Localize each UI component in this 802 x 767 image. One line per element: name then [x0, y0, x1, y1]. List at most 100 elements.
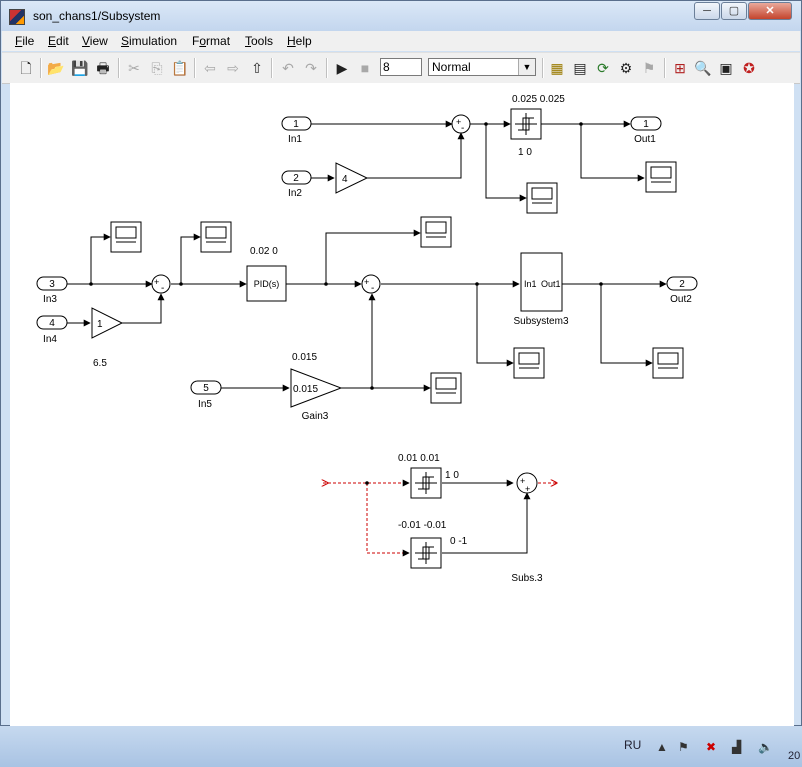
zoom-icon[interactable]: 🔍 — [694, 60, 712, 76]
library-browser-icon[interactable]: ▦ — [550, 60, 564, 76]
stop-time-input[interactable]: 8 — [380, 58, 422, 76]
scope-block[interactable] — [652, 347, 684, 379]
build-icon[interactable]: ⚙ — [619, 60, 633, 76]
sum-sign: - — [461, 123, 464, 134]
redo-icon[interactable]: ↷ — [305, 60, 317, 76]
block-annotation: 0 -1 — [450, 536, 468, 547]
chevron-down-icon[interactable]: ▼ — [518, 59, 535, 75]
menu-help[interactable]: Help — [287, 34, 312, 48]
new-model-icon[interactable]: 🗋 — [20, 60, 32, 76]
inport-in3[interactable]: 3 In3 — [36, 276, 68, 305]
paste-icon[interactable]: 📋 — [171, 60, 189, 76]
profiler-icon[interactable]: ✪ — [743, 60, 755, 76]
block-annotation: 0.02 0 — [250, 246, 278, 257]
model-advisor-icon[interactable]: ▣ — [719, 60, 733, 76]
relay-block-a[interactable]: 0.01 0.01 1 0 — [398, 453, 459, 499]
outport-number: 1 — [643, 119, 649, 130]
relay-block-top[interactable]: 0.025 0.025 1 0 — [510, 94, 565, 158]
diagram-canvas[interactable]: 1 In1 2 In2 3 In3 4 In4 5 In5 — [10, 83, 794, 727]
save-icon[interactable]: 💾 — [71, 60, 89, 76]
forward-icon[interactable]: ⇨ — [227, 60, 239, 76]
toolbar-separator — [326, 58, 328, 78]
inport-in5[interactable]: 5 In5 — [190, 380, 222, 410]
block-annotation: 1 0 — [518, 147, 532, 158]
subsystem3-block[interactable]: In1 Out1 Subsystem3 — [513, 252, 569, 327]
scope-block[interactable] — [420, 216, 452, 248]
block-label: In5 — [198, 399, 212, 410]
inport-in1[interactable]: 1 In1 — [281, 116, 312, 145]
clock[interactable]: 20 — [788, 750, 801, 762]
toolbar-separator — [194, 58, 196, 78]
relay-block-b[interactable]: -0.01 -0.01 0 -1 — [398, 520, 468, 569]
model-browser-icon[interactable]: ▤ — [573, 60, 587, 76]
subsystem-port-label: In1 — [524, 279, 537, 289]
block-label: Subsystem3 — [513, 316, 568, 327]
sum-block-bottom[interactable]: + + — [516, 472, 538, 494]
pid-controller-block[interactable]: PID(s) 0.02 0 — [246, 246, 287, 302]
menu-format[interactable]: Format — [192, 34, 231, 48]
start-simulation-icon[interactable]: ▶ — [336, 60, 348, 76]
inport-number: 5 — [203, 383, 209, 394]
pid-text: PID(s) — [254, 279, 280, 289]
simulink-app-icon — [9, 9, 25, 25]
debug-icon[interactable]: ⚑ — [642, 60, 656, 76]
menu-bar: File Edit View Simulation Format Tools H… — [2, 31, 800, 51]
print-icon[interactable]: 🖶 — [96, 60, 110, 76]
scope-block[interactable] — [430, 372, 462, 404]
block-annotation: 1 0 — [445, 470, 459, 481]
menu-simulation[interactable]: Simulation — [121, 34, 178, 48]
update-diagram-icon[interactable]: ⟳ — [597, 60, 609, 76]
block-annotation: -0.01 -0.01 — [398, 520, 447, 531]
maximize-button[interactable]: ▢ — [721, 2, 747, 20]
gain-block-gain3[interactable]: 0.015 0.015 Gain3 — [290, 352, 343, 422]
sum-block-in3[interactable]: + - — [151, 274, 171, 294]
title-bar[interactable]: son_chans1/Subsystem ─ ▢ ✕ — [1, 1, 801, 31]
back-icon[interactable]: ⇦ — [204, 60, 216, 76]
scope-block[interactable] — [200, 221, 232, 253]
up-to-parent-icon[interactable]: ⇧ — [251, 60, 263, 76]
inport-in4[interactable]: 4 In4 — [36, 315, 68, 345]
gain-value: 0.015 — [293, 384, 318, 395]
toolbar-separator — [118, 58, 120, 78]
sum-sign: - — [161, 283, 164, 294]
action-center-icon[interactable]: ⚑ — [678, 740, 689, 754]
menu-tools[interactable]: Tools — [245, 34, 274, 48]
outport-out2[interactable]: 2 Out2 — [666, 276, 698, 305]
menu-file[interactable]: File — [15, 34, 35, 48]
open-icon[interactable]: 📂 — [47, 60, 65, 76]
volume-icon[interactable]: 🔈 — [758, 740, 773, 754]
toolbar-separator — [40, 58, 42, 78]
outport-out1[interactable]: 1 Out1 — [630, 116, 662, 145]
gain-block-in2[interactable]: 4 — [335, 162, 369, 194]
close-button[interactable]: ✕ — [748, 2, 792, 20]
signal-strength-icon[interactable]: ▟ — [732, 740, 742, 754]
copy-icon[interactable]: ⎘ — [151, 60, 163, 76]
outport-number: 2 — [679, 279, 685, 290]
model-explorer-icon[interactable]: ⊞ — [674, 60, 686, 76]
inport-in2[interactable]: 2 In2 — [281, 170, 312, 199]
block-annotation: 6.5 — [93, 358, 107, 369]
show-hidden-icons-icon[interactable]: ▲ — [656, 740, 668, 754]
block-diagram[interactable]: 1 In1 2 In2 3 In3 4 In4 5 In5 — [10, 83, 794, 727]
sum-sign: + — [525, 484, 530, 494]
scope-block[interactable] — [110, 221, 142, 253]
scope-block[interactable] — [645, 161, 677, 193]
stop-simulation-icon[interactable]: ■ — [360, 60, 370, 76]
language-indicator[interactable]: RU — [624, 738, 642, 752]
block-annotation: 0.015 — [292, 352, 317, 363]
network-disconnected-icon[interactable]: ✖ — [706, 740, 717, 754]
sum-block-pid[interactable]: + - — [361, 274, 381, 294]
block-label: Out1 — [634, 134, 656, 145]
scope-block[interactable] — [526, 182, 558, 214]
menu-view[interactable]: View — [82, 34, 108, 48]
simulation-mode-select[interactable]: Normal▼ — [428, 58, 536, 76]
toolbar-separator — [664, 58, 666, 78]
block-label: In1 — [288, 134, 302, 145]
minimize-button[interactable]: ─ — [694, 2, 720, 20]
menu-edit[interactable]: Edit — [48, 34, 69, 48]
scope-block[interactable] — [513, 347, 545, 379]
cut-icon[interactable]: ✂ — [128, 60, 140, 76]
sum-block-top[interactable]: + - — [451, 114, 471, 134]
gain-block-in4[interactable]: 1 6.5 — [91, 307, 124, 369]
undo-icon[interactable]: ↶ — [282, 60, 294, 76]
